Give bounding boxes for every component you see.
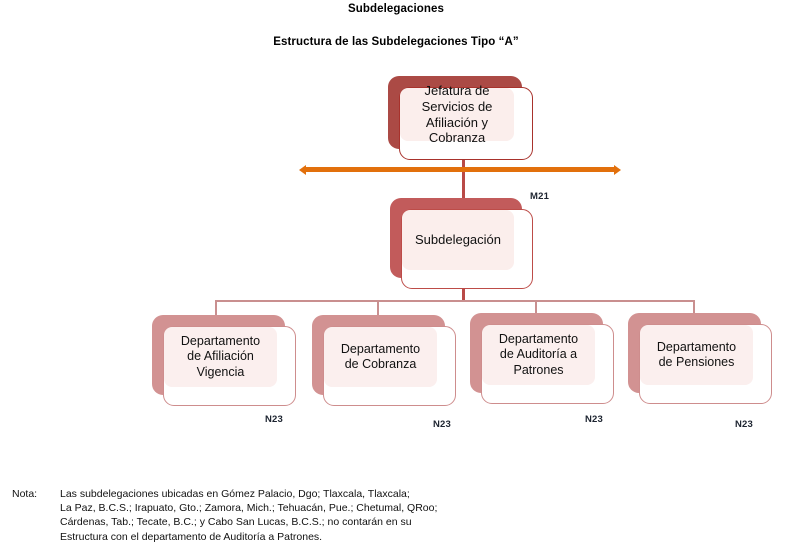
note-line: Estructura con el departamento de Audito… <box>60 530 323 543</box>
node-label-line: Patrones <box>513 362 564 377</box>
node-plate: Subdelegación <box>402 210 514 270</box>
code-tag-n23-pensiones: N23 <box>735 419 754 430</box>
title-block: Subdelegaciones Estructura de las Subdel… <box>0 0 792 48</box>
arrow-head-left-icon <box>299 165 306 175</box>
note-line: Cárdenas, Tab.; Tecate, B.C.; y Cabo San… <box>60 516 412 529</box>
note-block: Nota: Las subdelegaciones ubicadas en Gó… <box>12 487 780 544</box>
node-subdelegacion[interactable]: Subdelegación <box>390 198 533 289</box>
node-label-subdelegacion: Subdelegación <box>414 232 502 248</box>
node-face: Jefatura de Servicios de Afiliación y Co… <box>399 83 533 160</box>
node-label-line: Departamento <box>340 341 421 356</box>
node-label-pensiones: Departamento de Pensiones <box>657 340 736 371</box>
connector-horizontal-bus <box>215 300 695 302</box>
page-subtitle: Estructura de las Subdelegaciones Tipo “… <box>273 36 519 48</box>
note-body: Las subdelegaciones ubicadas en Gómez Pa… <box>60 487 780 544</box>
node-label-afiliacion: Departamento de Afiliación Vigencia <box>181 334 260 380</box>
node-face: Departamento de Auditoría a Patrones <box>481 324 614 404</box>
node-jefatura[interactable]: Jefatura de Servicios de Afiliación y Co… <box>388 76 533 160</box>
node-label-line: Vigencia <box>196 364 245 379</box>
connector-leg-pensiones <box>693 300 695 316</box>
node-label-line: Jefatura de <box>424 82 490 98</box>
node-label-line: Departamento <box>180 334 261 349</box>
node-label-line: Departamento <box>656 339 737 354</box>
code-tag-m21: M21 <box>530 191 550 202</box>
node-plate: Departamento de Auditoría a Patrones <box>482 325 595 385</box>
node-label-line: de Auditoría a <box>499 347 578 362</box>
node-plate: Jefatura de Servicios de Afiliación y Co… <box>400 83 514 145</box>
node-departamento-pensiones[interactable]: Departamento de Pensiones <box>628 313 772 404</box>
org-chart: Jefatura de Servicios de Afiliación y Co… <box>152 76 772 430</box>
node-label-auditoria: Departamento de Auditoría a Patrones <box>499 332 578 378</box>
node-label-line: Departamento <box>498 332 579 347</box>
code-tag-n23-cobranza: N23 <box>433 419 452 430</box>
node-label-cobranza: Departamento de Cobranza <box>341 342 420 373</box>
note-line: Las subdelegaciones ubicadas en Gómez Pa… <box>60 488 410 500</box>
connector-subdelegacion-down <box>462 288 465 301</box>
connector-leg-cobranza <box>377 300 379 316</box>
connector-leg-afiliacion <box>215 300 217 316</box>
node-label-line: de Pensiones <box>658 355 735 369</box>
node-label-jefatura: Jefatura de Servicios de Afiliación y Co… <box>422 83 493 146</box>
page-title: Subdelegaciones <box>347 3 445 15</box>
node-label-line: Afiliación y <box>425 114 489 130</box>
node-departamento-auditoria-patrones[interactable]: Departamento de Auditoría a Patrones <box>470 313 614 404</box>
connector-leg-auditoria <box>535 300 537 316</box>
node-label-line: de Cobranza <box>344 357 417 371</box>
node-face: Subdelegación <box>401 209 533 289</box>
connector-jefatura-down <box>462 156 465 170</box>
node-face: Departamento de Pensiones <box>639 324 772 404</box>
arrow-line <box>305 167 614 172</box>
node-departamento-cobranza[interactable]: Departamento de Cobranza <box>312 315 456 406</box>
node-plate: Departamento de Afiliación Vigencia <box>164 327 277 387</box>
node-face: Departamento de Afiliación Vigencia <box>163 326 296 406</box>
node-face: Departamento de Cobranza <box>323 326 456 406</box>
node-plate: Departamento de Pensiones <box>640 325 753 385</box>
note-label: Nota: <box>12 488 38 500</box>
node-departamento-afiliacion-vigencia[interactable]: Departamento de Afiliación Vigencia <box>152 315 296 406</box>
code-tag-n23-afiliacion: N23 <box>265 414 284 425</box>
arrow-head-right-icon <box>614 165 621 175</box>
connector-down-to-subdelegacion <box>462 172 465 198</box>
node-plate: Departamento de Cobranza <box>324 327 437 387</box>
node-label-line: Servicios de <box>421 98 493 114</box>
note-line: La Paz, B.C.S.; Irapuato, Gto.; Zamora, … <box>60 502 438 515</box>
node-label-line: de Afiliación <box>187 349 254 364</box>
node-label-line: Cobranza <box>428 130 486 146</box>
code-tag-n23-auditoria: N23 <box>585 414 604 425</box>
